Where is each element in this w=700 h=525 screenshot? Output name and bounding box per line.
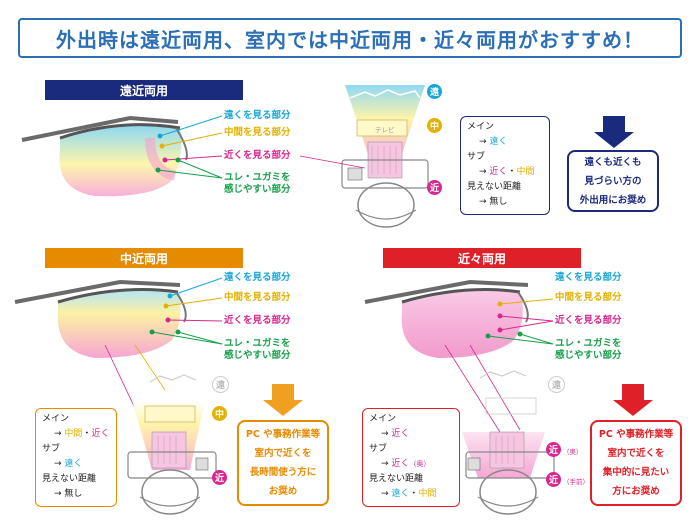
rec-line: PC や事務作業等 xyxy=(598,429,674,440)
info-invisible-label: 見えない距離 xyxy=(369,474,424,484)
rec-line: PC や事務作業等 xyxy=(245,429,321,440)
info-box-chukin: メイン → 中間・近く サブ → 遠く 見えない距離 → 無し xyxy=(35,408,117,507)
info-main-value2: 近く xyxy=(91,429,110,439)
recommendation-chukin: PC や事務作業等 室内で近くを 長時間使う方に お奨め xyxy=(237,420,329,506)
glasses-enkin xyxy=(21,115,188,197)
label-far: 遠くを見る部分 xyxy=(224,272,291,283)
info-invisible-value1: 遠く xyxy=(391,489,410,499)
info-main-value: 近く xyxy=(391,429,410,439)
rec-line: 外出用にお奨め xyxy=(579,194,647,206)
rec-line: 室内で近くを xyxy=(607,448,665,459)
glasses-kinkin xyxy=(364,279,529,358)
pointer-enkin-near xyxy=(299,155,366,169)
label-far: 遠くを見る部分 xyxy=(555,272,622,283)
info-box-enkin: メイン → 遠く サブ → 近く・中間 見えない距離 → 無し xyxy=(460,116,550,215)
info-main-label: メイン xyxy=(467,122,495,132)
info-main-row: → 遠く xyxy=(479,137,508,147)
arrow-down-icon xyxy=(594,116,634,148)
arrow-down-icon xyxy=(263,384,303,416)
arrow-down-icon xyxy=(613,384,653,416)
rec-line: 見づらい方の xyxy=(584,175,642,187)
info-main-label: メイン xyxy=(42,414,70,424)
rec-line: 遠くも近くも xyxy=(584,156,642,168)
label-distortion: ユレ・ユガミを 感じやすい部分 xyxy=(555,338,622,362)
page-title: 外出時は遠近両用、室内では中近両用・近々両用がおすすめ！ xyxy=(18,18,682,58)
section-header-chukin: 中近両用 xyxy=(45,248,243,268)
circle-near: 近 xyxy=(212,470,227,485)
rec-line: 方にお奨め xyxy=(612,486,660,497)
note-front: （手前） xyxy=(563,478,589,486)
circle-far: 遠 xyxy=(212,376,229,393)
glasses-chukin xyxy=(14,279,187,358)
view-cone-kinkin xyxy=(444,344,555,515)
info-sub-row: → 遠く xyxy=(54,459,83,469)
label-mid: 中間を見る部分 xyxy=(224,292,291,303)
info-invisible-label: 見えない距離 xyxy=(467,182,522,192)
info-sub-row: → 近く（奥） xyxy=(381,459,431,469)
info-sub-value2: 中間 xyxy=(516,167,535,177)
section-header-kinkin: 近々両用 xyxy=(383,248,581,268)
label-near: 近くを見る部分 xyxy=(555,315,622,326)
tv-label: テレビ xyxy=(375,126,395,134)
section-header-enkin: 遠近両用 xyxy=(45,80,243,100)
label-distortion: ユレ・ユガミを 感じやすい部分 xyxy=(224,172,291,196)
info-invisible-value: 無し xyxy=(489,197,508,207)
info-invisible-label: 見えない距離 xyxy=(42,474,97,484)
info-main-label: メイン xyxy=(369,414,397,424)
info-main-value: 遠く xyxy=(489,137,508,147)
info-invisible-row: → 無し xyxy=(479,197,508,207)
circle-far: 遠 xyxy=(548,376,565,393)
info-sub-sep: ・ xyxy=(507,167,517,177)
label-near: 近くを見る部分 xyxy=(224,150,291,161)
info-sub-label: サブ xyxy=(42,444,61,454)
rec-line: 室内で近くを xyxy=(254,448,312,459)
info-invisible-sep: ・ xyxy=(409,489,419,499)
info-sub-label: サブ xyxy=(467,152,486,162)
rec-line: 集中的に見たい xyxy=(602,467,670,478)
info-sub-label: サブ xyxy=(369,444,388,454)
recommendation-kinkin: PC や事務作業等 室内で近くを 集中的に見たい 方にお奨め xyxy=(590,420,682,506)
label-distortion-line2: 感じやすい部分 xyxy=(555,350,622,361)
circle-mid: 中 xyxy=(427,118,442,133)
view-cone-chukin xyxy=(104,344,217,515)
info-main-row: → 中間・近く xyxy=(54,429,110,439)
info-sub-row: → 近く・中間 xyxy=(479,167,535,177)
info-sub-value: 遠く xyxy=(64,459,83,469)
info-invisible-row: → 無し xyxy=(54,489,83,499)
label-mid: 中間を見る部分 xyxy=(224,127,291,138)
info-main-value1: 中間 xyxy=(64,429,83,439)
leaders-chukin xyxy=(149,277,223,345)
circle-near: 近 xyxy=(427,180,442,195)
label-mid: 中間を見る部分 xyxy=(555,292,622,303)
rec-line: 長時間使う方に xyxy=(249,467,317,478)
circle-mid: 中 xyxy=(212,406,227,421)
info-invisible-value: 無し xyxy=(64,489,83,499)
leaders-enkin xyxy=(155,115,223,179)
label-distortion-line1: ユレ・ユガミを xyxy=(555,338,622,349)
info-invisible-row: → 遠く・中間 xyxy=(381,489,437,499)
label-far: 遠くを見る部分 xyxy=(224,110,291,121)
recommendation-enkin: 遠くも近くも 見づらい方の 外出用にお奨め xyxy=(567,150,659,212)
label-distortion-line2: 感じやすい部分 xyxy=(224,184,291,195)
label-near: 近くを見る部分 xyxy=(224,315,291,326)
label-distortion-line1: ユレ・ユガミを xyxy=(224,338,291,349)
info-box-kinkin: メイン → 近く サブ → 近く（奥） 見えない距離 → 遠く・中間 xyxy=(362,408,460,507)
info-sub-value1: 近く xyxy=(489,167,508,177)
circle-far: 遠 xyxy=(427,84,442,99)
label-distortion-line1: ユレ・ユガミを xyxy=(224,172,291,183)
circle-near-back: 近 xyxy=(546,442,561,457)
rec-line: お奨め xyxy=(268,486,298,497)
view-cone-enkin xyxy=(341,85,429,228)
note-back: （奥） xyxy=(563,448,583,456)
label-distortion-line2: 感じやすい部分 xyxy=(224,350,291,361)
circle-near-front: 近 xyxy=(546,472,561,487)
info-main-row: → 近く xyxy=(381,429,410,439)
info-main-sep: ・ xyxy=(82,429,92,439)
info-invisible-value2: 中間 xyxy=(418,489,437,499)
info-sub-note: （奥） xyxy=(409,460,431,468)
info-sub-value: 近く xyxy=(391,459,410,469)
label-distortion: ユレ・ユガミを 感じやすい部分 xyxy=(224,338,291,362)
leaders-kinkin xyxy=(485,298,554,345)
